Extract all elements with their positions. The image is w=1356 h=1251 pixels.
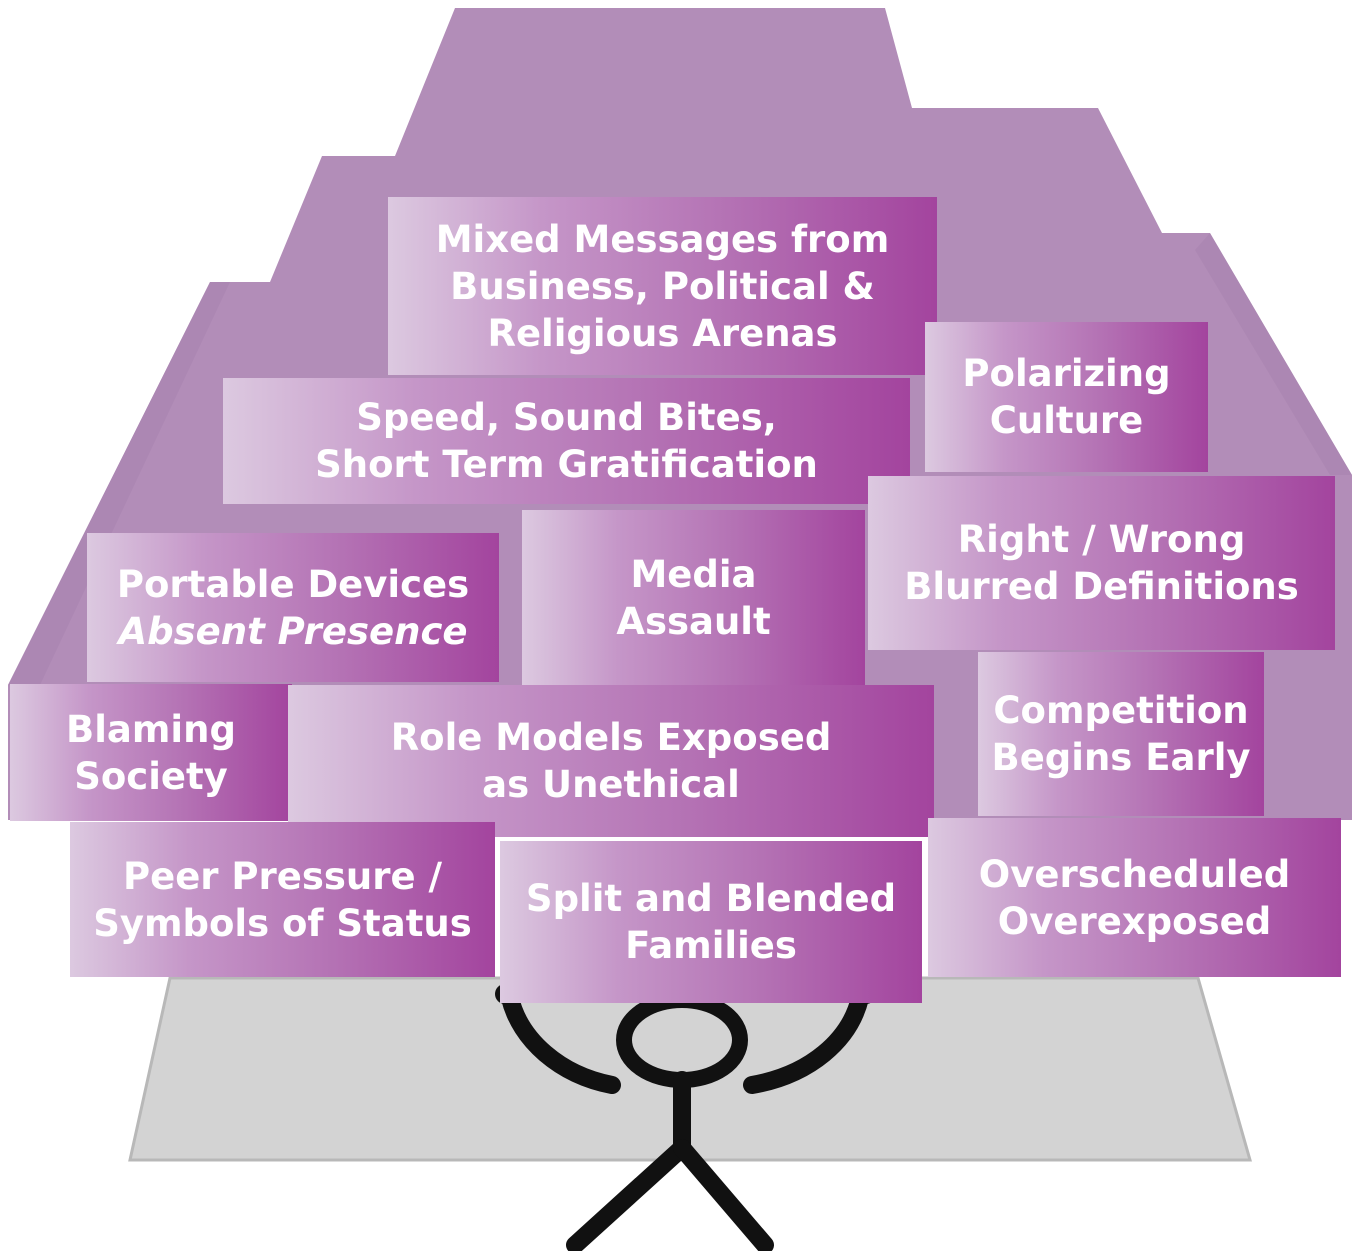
block-line-italic: Absent Presence — [118, 609, 468, 653]
block-line: Mixed Messages from — [435, 217, 890, 261]
block-line: Culture — [989, 399, 1144, 442]
block-line: Society — [74, 754, 228, 798]
block-line: Blaming — [66, 707, 236, 751]
block-line: Peer Pressure / — [122, 854, 443, 898]
block-line: Portable Devices — [116, 562, 470, 606]
block-line: Overscheduled — [978, 852, 1291, 896]
block-line: Symbols of Status — [93, 901, 472, 945]
block-line: Assault — [616, 599, 771, 643]
block-media-assault: Media Assault — [522, 510, 865, 685]
stick-figure — [501, 989, 869, 1251]
block-polarizing-culture: Polarizing Culture — [925, 322, 1208, 472]
block-blaming-society: Blaming Society — [10, 684, 292, 821]
block-line: Families — [625, 924, 797, 967]
pyramid-side-left — [8, 282, 230, 685]
block-competition: Competition Begins Early — [978, 652, 1264, 816]
block-line: Business, Political & — [450, 264, 875, 308]
block-line: Begins Early — [991, 736, 1251, 779]
block-line: Overexposed — [997, 899, 1272, 943]
block-mixed-messages: Mixed Messages from Business, Political … — [388, 197, 937, 375]
block-line: Role Models Exposed — [390, 716, 832, 759]
block-line: Right / Wrong — [957, 518, 1246, 561]
block-line: as Unethical — [482, 763, 740, 806]
pyramid-side-right — [1195, 233, 1352, 475]
left-leg — [566, 1139, 691, 1251]
left-arm — [501, 989, 621, 1094]
block-split-blended: Split and Blended Families — [500, 841, 922, 1003]
right-arm — [743, 989, 869, 1094]
block-peer-pressure: Peer Pressure / Symbols of Status — [70, 822, 495, 977]
right-leg — [673, 1139, 774, 1251]
block-overscheduled: Overscheduled Overexposed — [928, 818, 1341, 977]
block-role-models: Role Models Exposed as Unethical — [288, 685, 934, 837]
block-line: Religious Arenas — [487, 311, 838, 355]
block-line: Polarizing — [962, 352, 1171, 395]
block-line: Competition — [993, 689, 1249, 732]
block-portable-devices: Portable Devices Absent Presence — [87, 533, 499, 682]
block-line: Speed, Sound Bites, — [356, 396, 777, 439]
block-line: Split and Blended — [525, 877, 897, 920]
block-line: Short Term Gratification — [315, 443, 818, 486]
block-line: Blurred Definitions — [904, 565, 1299, 608]
block-speed-sound-bites: Speed, Sound Bites, Short Term Gratifica… — [223, 378, 910, 504]
block-right-wrong: Right / Wrong Blurred Definitions — [868, 476, 1335, 650]
block-line: Media — [630, 552, 757, 596]
